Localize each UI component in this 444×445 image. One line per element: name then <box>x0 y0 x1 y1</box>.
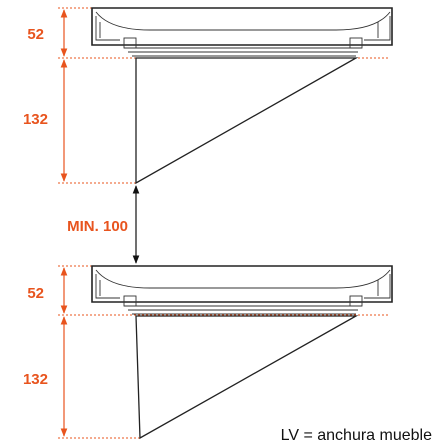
top-support-bracket <box>135 57 359 185</box>
top-unit: 52 132 <box>23 7 393 185</box>
minimum-gap-label: MIN. 100 <box>67 218 128 235</box>
bottom-basin-profile <box>91 265 393 315</box>
width-note: LV = anchura mueble <box>281 427 432 444</box>
bottom-support-bracket <box>135 315 359 440</box>
bottom-support-height-label: 132 <box>23 371 48 388</box>
top-basin-profile <box>91 7 393 57</box>
top-unit-height-label: 52 <box>27 26 44 43</box>
bottom-unit: 52 132 <box>23 265 393 440</box>
bottom-unit-height-label: 52 <box>27 285 44 302</box>
minimum-gap: MIN. 100 <box>67 185 140 264</box>
top-support-height-label: 132 <box>23 111 48 128</box>
